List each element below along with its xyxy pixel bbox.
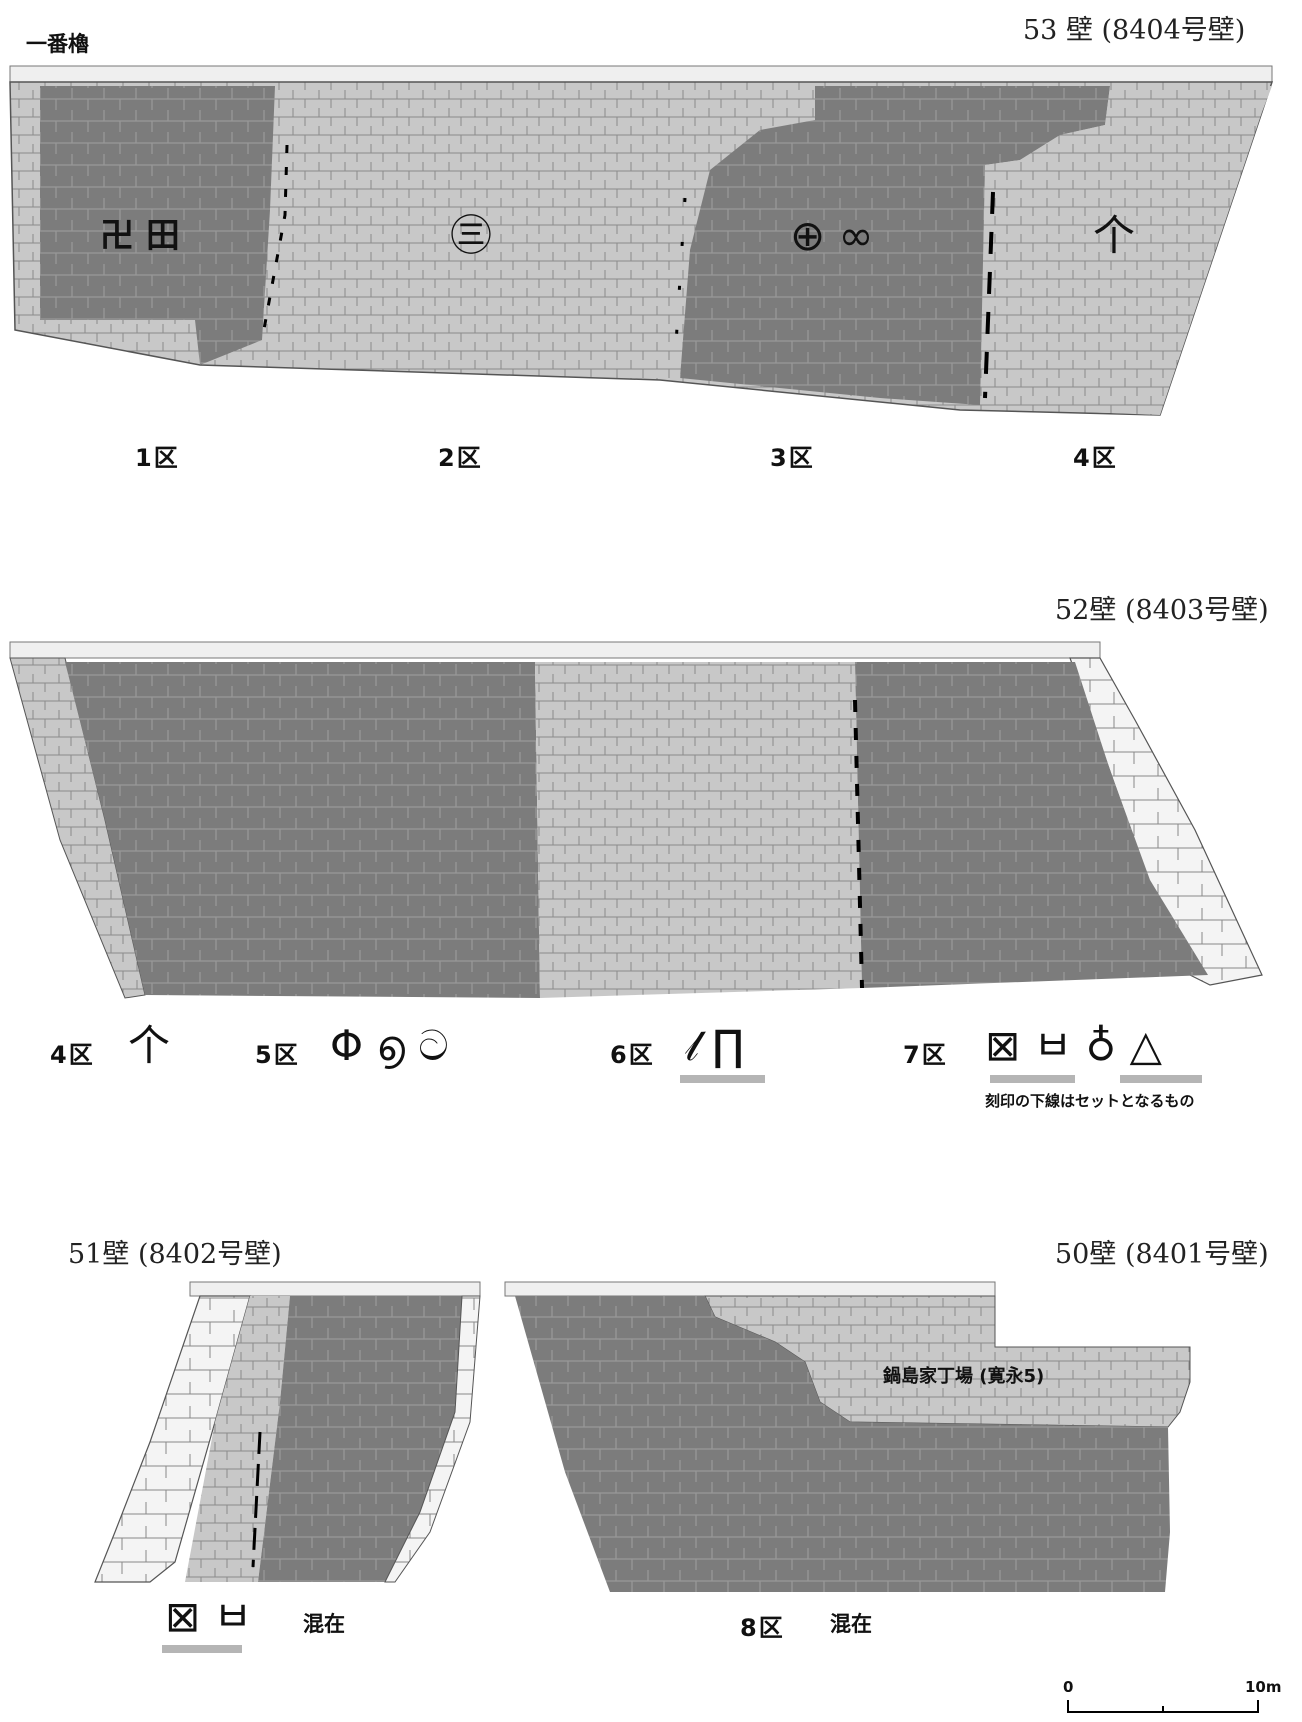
wall51-light-area bbox=[185, 1296, 290, 1582]
wall52-zone7-underline-a bbox=[990, 1075, 1075, 1083]
wall52-zone5-area bbox=[65, 662, 540, 998]
wall50-title: 50壁 (8401号壁) bbox=[1055, 1239, 1269, 1270]
wall50-dark-area bbox=[515, 1296, 1170, 1592]
wall53-boundary-3-4 bbox=[983, 191, 995, 399]
wall51-white-stones bbox=[94, 1295, 251, 1583]
wall50-mixed-label: 混在 bbox=[830, 1612, 872, 1636]
scale-bar-line bbox=[1067, 1700, 1259, 1713]
wall51-dark-area bbox=[258, 1296, 462, 1582]
wall51-marks: ⊠ ㅂ bbox=[165, 1592, 253, 1641]
wall51-boundary bbox=[251, 1431, 262, 1568]
wall52-zone7-underline-b bbox=[1120, 1075, 1202, 1083]
wall53-zone3-label: 3区 bbox=[770, 444, 815, 472]
wall52-zone6-area bbox=[535, 662, 862, 998]
wall53-zone1-marks: 卍 田 bbox=[100, 216, 180, 256]
wall51-mixed-label: 混在 bbox=[303, 1612, 345, 1636]
scale-end-label: 10m bbox=[1245, 1678, 1282, 1696]
wall51-50-drawing bbox=[94, 1281, 1191, 1592]
wall52-underline-note: 刻印の下線はセットとなるもの bbox=[985, 1092, 1195, 1110]
wall52-zone6-marks: 𝓁 ∏ bbox=[685, 1021, 745, 1070]
scale-bar bbox=[1067, 1700, 1259, 1713]
wall53-zone4-area bbox=[985, 86, 1272, 415]
wall51-right-fringe bbox=[384, 1295, 481, 1583]
wall53-boundary-2-3 bbox=[673, 197, 687, 361]
wall52-zone5-marks: Φ ൭ ට bbox=[330, 1021, 449, 1070]
wall52-zone7-marks: ⊠ ㅂ ♁ △ bbox=[985, 1021, 1162, 1070]
wall53-zone4-mark: 个 bbox=[1093, 211, 1136, 260]
wall50-inner-label: 鍋島家丁場 (寛永5) bbox=[883, 1366, 1045, 1387]
wall51-coping bbox=[189, 1281, 481, 1297]
wall53-boundary-1-2 bbox=[260, 144, 289, 341]
wall53-zone1-area bbox=[40, 86, 275, 365]
wall53-zone3-area bbox=[680, 86, 1110, 405]
wall52-coping bbox=[9, 641, 1101, 659]
wall52-boundary-6-7 bbox=[853, 699, 864, 989]
wall50-coping bbox=[504, 1281, 996, 1297]
wall52-drawing bbox=[9, 641, 1263, 999]
wall52-title: 52壁 (8403号壁) bbox=[1055, 595, 1269, 626]
wall53-coping bbox=[9, 65, 1273, 83]
wall52-zone7-label: 7区 bbox=[903, 1041, 948, 1069]
wall52-zone6-label: 6区 bbox=[610, 1041, 655, 1069]
scale-start-label: 0 bbox=[1063, 1678, 1074, 1696]
wall52-zone6-underline bbox=[680, 1075, 765, 1083]
wall52-zone4-marks: 个 bbox=[128, 1021, 171, 1070]
wall52-zone4-label: 4区 bbox=[50, 1041, 95, 1069]
wall53-zone1-label: 1区 bbox=[135, 444, 180, 472]
wall52-zone5-label: 5区 bbox=[255, 1041, 300, 1069]
wall53-zone2-mark: ㊂ bbox=[450, 211, 493, 260]
wall53-zone3-marks: ⊕ ∞ bbox=[790, 211, 874, 260]
wall53-drawing bbox=[9, 65, 1274, 416]
wall51-underline bbox=[162, 1645, 242, 1653]
wall53-title: 53 壁 (8404号壁) bbox=[1023, 15, 1246, 46]
wall51-title: 51壁 (8402号壁) bbox=[68, 1239, 282, 1270]
tower-label: 一番櫓 bbox=[26, 32, 89, 56]
wall50-zone-label: 8区 bbox=[740, 1614, 785, 1642]
wall53-zone2-label: 2区 bbox=[438, 444, 483, 472]
wall53-zone4-label: 4区 bbox=[1073, 444, 1118, 472]
wall52-zone7-area bbox=[855, 662, 1208, 988]
